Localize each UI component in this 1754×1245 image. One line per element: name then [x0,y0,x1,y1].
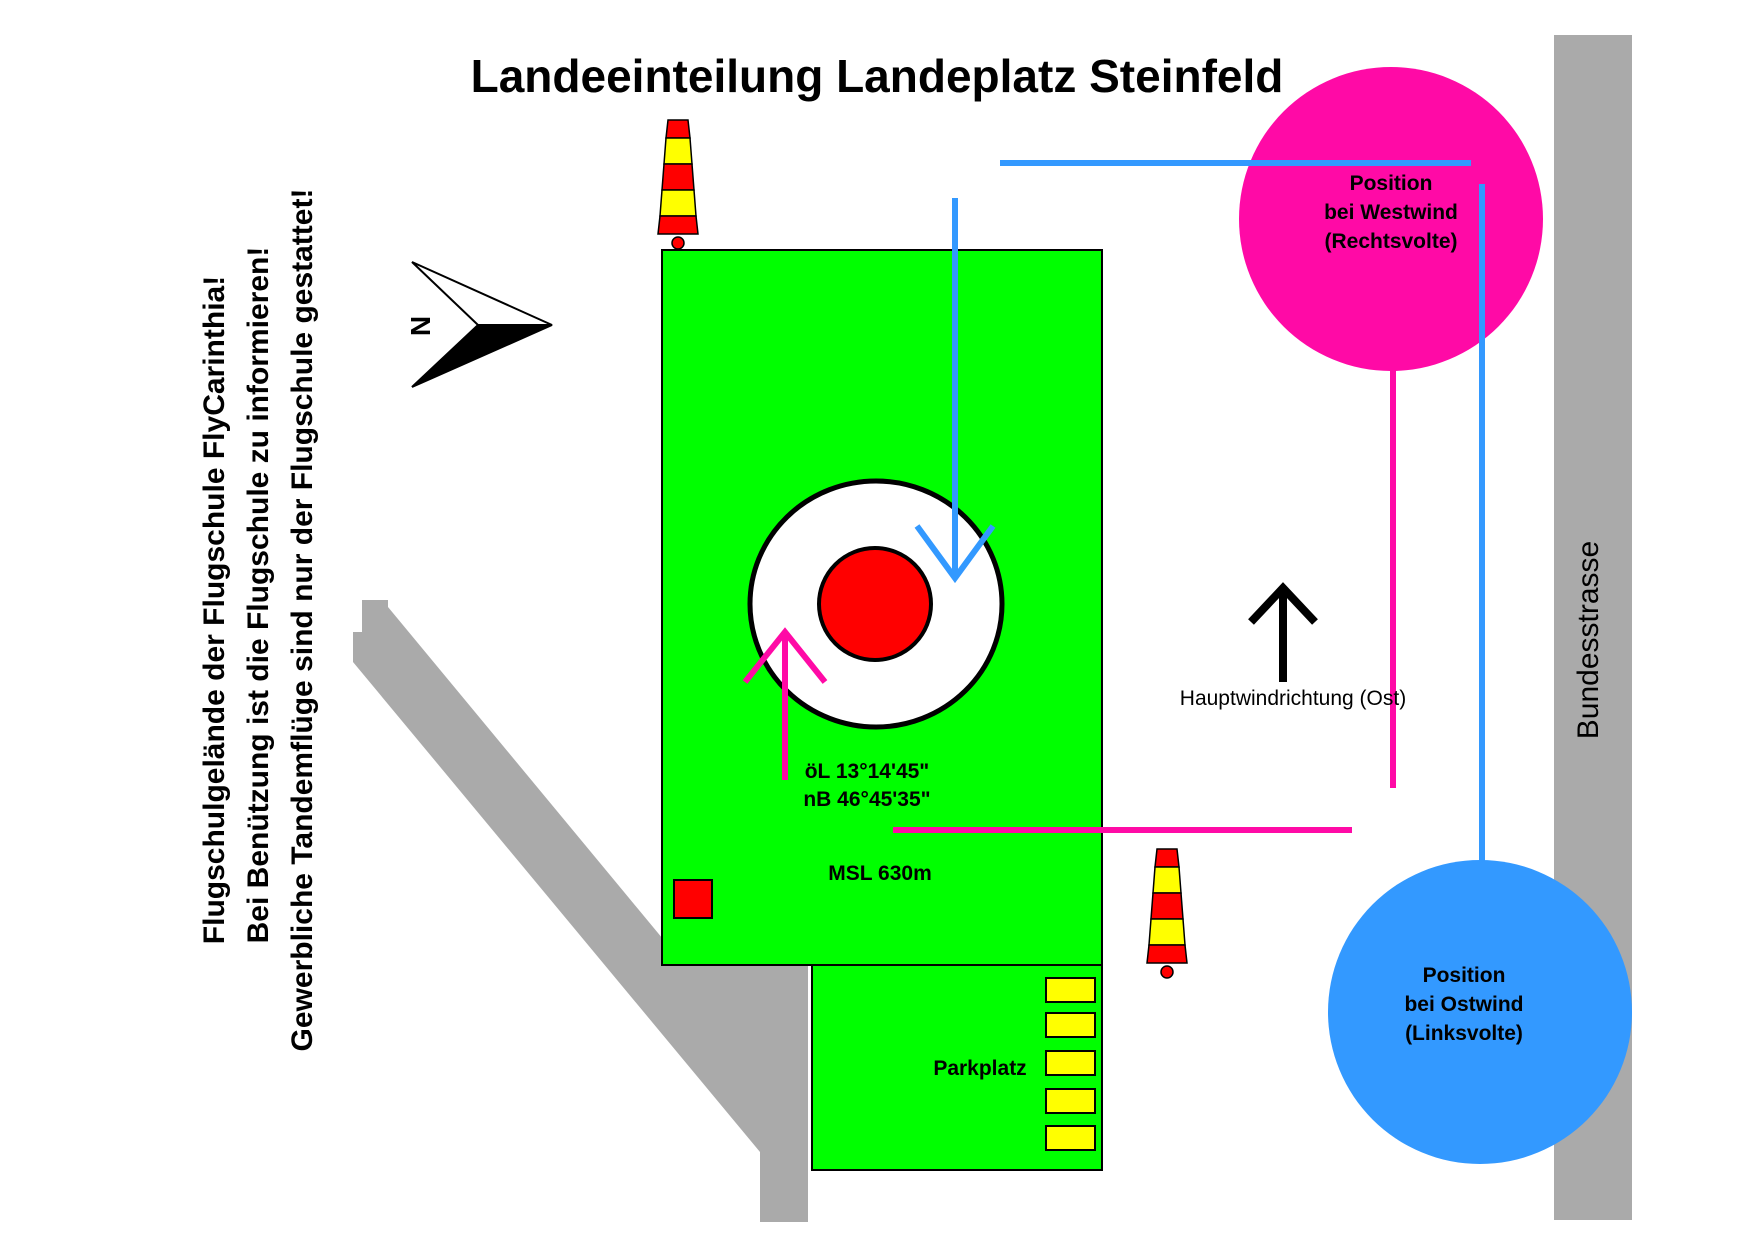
parking-spot [1045,1125,1096,1151]
position-west-line-3: (Rechtsvolte) [1324,230,1457,253]
position-east-line-2: bei Ostwind [1404,993,1523,1016]
position-west-line-2: bei Westwind [1324,201,1458,224]
west-wind-arrowhead [742,627,828,684]
windsock-cone-icon [1146,848,1188,979]
parking-spot [1045,1012,1096,1038]
parking-spot [1045,977,1096,1003]
landing-target-center [817,546,933,662]
access-road [353,600,808,1222]
position-west-line-1: Position [1350,172,1433,195]
windsock-cone-icon [657,119,699,250]
notice-line-3: Gewerbliche Tandemflüge sind nur der Flu… [286,189,319,1052]
north-arrow-icon: N [405,261,553,388]
field-marker [673,879,713,919]
position-east-line-1: Position [1423,964,1506,987]
position-west-circle [1239,67,1543,371]
parking-label: Parkplatz [933,1057,1026,1080]
east-wind-arrowhead [914,524,996,584]
coordinate-latitude: nB 46°45'35" [803,788,930,811]
position-east-circle [1328,860,1632,1164]
msl-label: MSL 630m [828,862,932,885]
parking-spot [1045,1050,1096,1076]
main-wind-label: Hauptwindrichtung (Ost) [1180,687,1406,710]
coordinate-longitude: öL 13°14'45" [805,760,930,783]
parking-spots [1045,977,1096,1151]
north-letter: N [405,316,436,336]
west-wind-pattern [742,365,1396,833]
notice-text: Flugschulgelände der Flugschule FlyCarin… [198,189,319,1052]
main-wind-arrow-icon [1248,582,1318,682]
parking-spot [1045,1088,1096,1114]
position-east-line-3: (Linksvolte) [1405,1022,1523,1045]
notice-line-1: Flugschulgelände der Flugschule FlyCarin… [198,276,231,944]
diagram-title: Landeeinteilung Landeplatz Steinfeld [471,50,1284,102]
east-wind-pattern [914,160,1485,868]
notice-line-2: Bei Benützung ist die Flugschule zu info… [242,247,275,944]
federal-road-label: Bundesstrasse [1572,541,1605,739]
